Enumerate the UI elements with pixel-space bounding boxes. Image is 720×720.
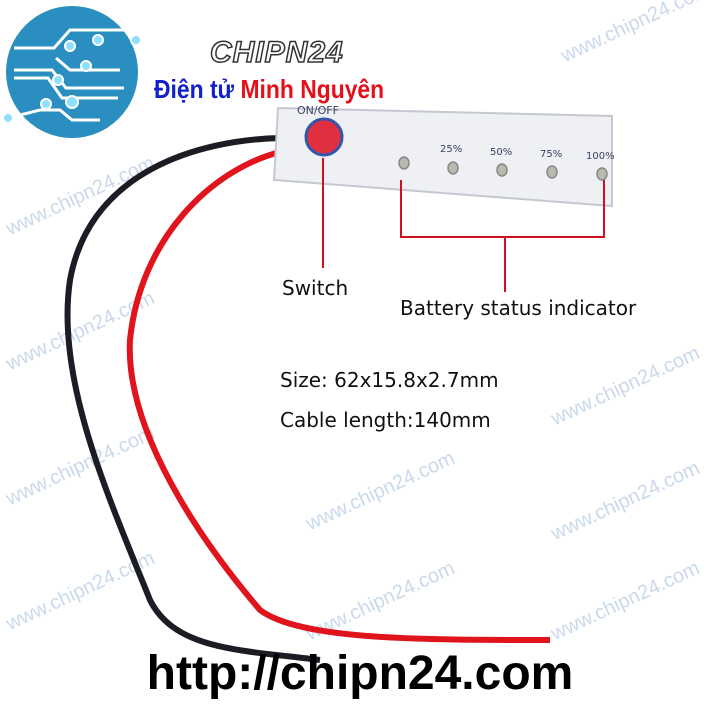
indicator-board (272, 106, 613, 208)
label-75: 75% (540, 149, 563, 160)
black-wire (64, 135, 321, 663)
label-50: 50% (490, 147, 513, 158)
size-spec: Size: 62x15.8x2.7mm (280, 368, 499, 392)
led-100 (596, 167, 608, 181)
red-wire (126, 149, 551, 643)
led-75 (546, 165, 558, 179)
logo-icon (2, 6, 142, 138)
label-25: 25% (440, 144, 463, 155)
led-group (398, 156, 608, 181)
brand-subtitle: Điện tử Minh Nguyên (154, 74, 384, 105)
brand-logo-text: CHIPN24 (209, 35, 344, 70)
led (398, 156, 410, 170)
footer-url: http://chipn24.com (146, 647, 574, 700)
on-off-label: ON/OFF (297, 104, 339, 117)
subtitle-red: Minh Nguyên (240, 74, 385, 104)
cable-spec: Cable length:140mm (280, 408, 491, 432)
label-100: 100% (586, 151, 615, 162)
power-button (304, 117, 344, 157)
callout-lines (322, 158, 605, 292)
led-25 (447, 161, 459, 175)
battery-annotation: Battery status indicator (400, 296, 637, 320)
led-50 (496, 163, 508, 177)
switch-annotation: Switch (282, 276, 349, 300)
subtitle-blue: Điện tử (154, 74, 235, 104)
